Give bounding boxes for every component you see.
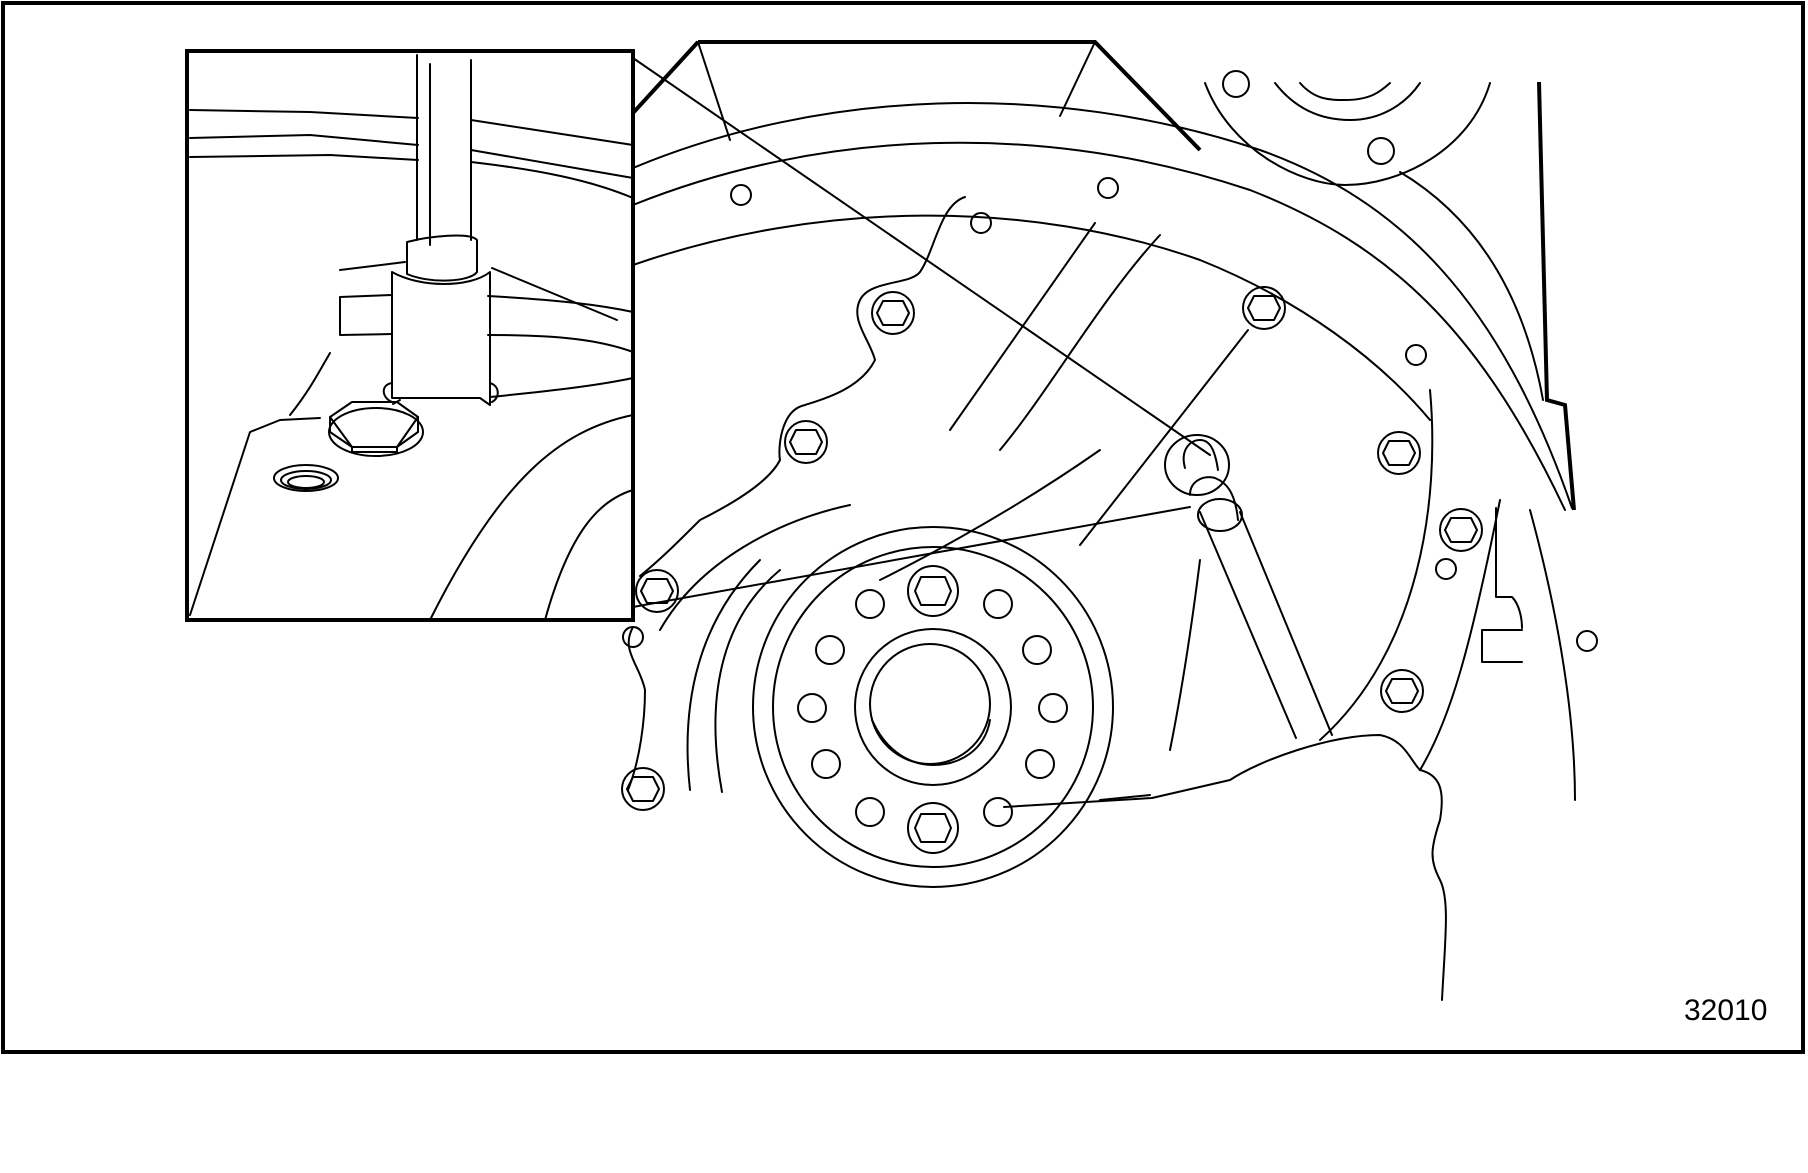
housing-bolts [621, 286, 1483, 811]
figure-frame [1, 1, 1805, 1054]
flywheel [752, 526, 1114, 888]
socket-tool [339, 54, 499, 406]
inset-detail-view [185, 49, 635, 622]
main-view-flywheel-housing [621, 40, 1598, 1001]
hex-bolt-icon [328, 401, 424, 457]
figure-number: 32010 [1684, 994, 1768, 1027]
hand [1003, 734, 1447, 1001]
hex-bolt-icon [907, 802, 959, 854]
threaded-hole [273, 464, 339, 492]
housing-holes [622, 70, 1598, 652]
hex-bolt-icon [907, 565, 959, 617]
socket-wrench [1164, 434, 1333, 739]
